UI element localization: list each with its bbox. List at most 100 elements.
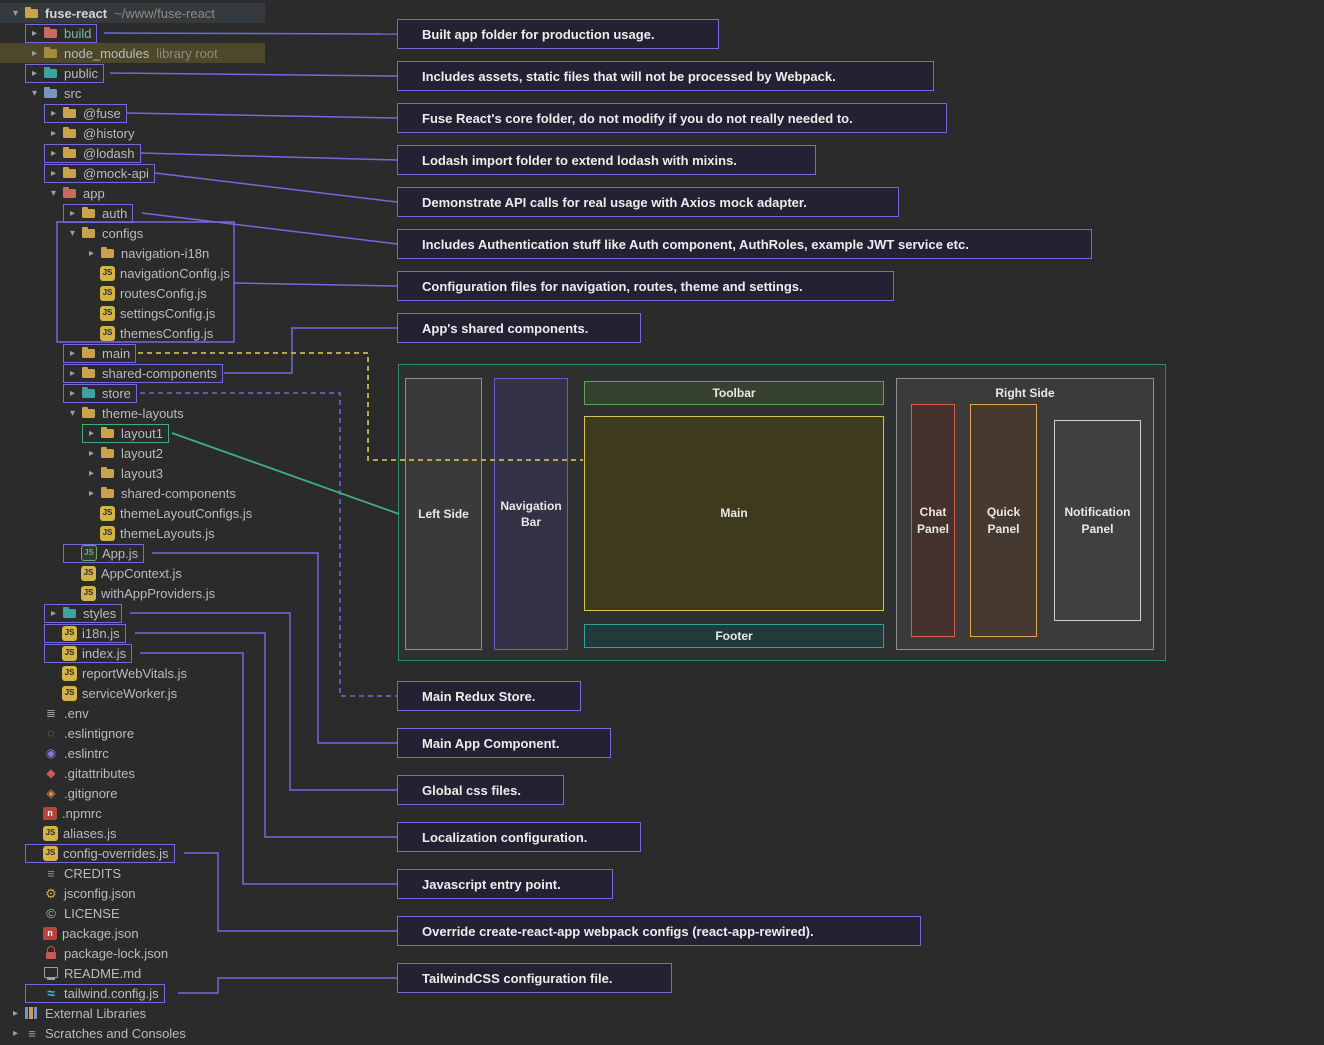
- chevron-right-icon[interactable]: ▸: [50, 607, 57, 619]
- tree-item-eslintignore[interactable]: ◌.eslintignore: [0, 723, 400, 743]
- tree-item-history[interactable]: ▸@history: [0, 123, 400, 143]
- folder-yellow-icon: [81, 345, 97, 361]
- chevron-down-icon[interactable]: ▾: [69, 227, 76, 239]
- chevron-down-icon[interactable]: ▾: [12, 7, 19, 19]
- callout-text: Configuration files for navigation, rout…: [422, 278, 803, 294]
- chevron-down-icon[interactable]: ▾: [31, 87, 38, 99]
- tree-item-public[interactable]: ▸ public: [0, 63, 400, 83]
- js-icon: JS: [100, 305, 115, 321]
- tree-item-label: i18n.js: [82, 625, 120, 641]
- tree-item-external-libraries[interactable]: ▸External Libraries: [0, 1003, 400, 1023]
- js-icon: JS: [100, 265, 115, 281]
- tree-item-scratches-and-consoles[interactable]: ▸≡Scratches and Consoles: [0, 1023, 400, 1043]
- right-side-label: Right Side: [995, 386, 1055, 400]
- tree-item-gitignore[interactable]: ◈.gitignore: [0, 783, 400, 803]
- tree-item-npmrc[interactable]: n.npmrc: [0, 803, 400, 823]
- notification-panel-label: Notification Panel: [1064, 505, 1131, 536]
- chevron-down-icon[interactable]: ▾: [69, 407, 76, 419]
- tailwind-icon: ≈: [47, 985, 55, 1001]
- folder-yellow-icon: [81, 365, 97, 381]
- chevron-right-icon[interactable]: ▸: [88, 447, 95, 459]
- chevron-right-icon[interactable]: ▸: [69, 347, 76, 359]
- tree-item-src[interactable]: ▾src: [0, 83, 400, 103]
- tree-item-label: routesConfig.js: [120, 285, 207, 301]
- chevron-right-icon[interactable]: ▸: [69, 367, 76, 379]
- tree-item-gitattributes[interactable]: ◆.gitattributes: [0, 763, 400, 783]
- tree-item-app[interactable]: ▾app: [0, 183, 400, 203]
- tree-item-build[interactable]: ▸build: [0, 23, 400, 43]
- diagram-chat-panel: Chat Panel: [911, 404, 955, 637]
- tree-item-eslintrc[interactable]: ◉.eslintrc: [0, 743, 400, 763]
- diagram-toolbar: Toolbar: [584, 381, 884, 405]
- tree-item-main[interactable]: ▸ main: [0, 343, 400, 363]
- tree-item-layout2[interactable]: ▸layout2: [0, 443, 400, 463]
- tree-item-env[interactable]: ≣.env: [0, 703, 400, 723]
- chevron-right-icon[interactable]: ▸: [50, 107, 57, 119]
- tree-item-auth[interactable]: ▸auth: [0, 203, 400, 223]
- tree-item-styles[interactable]: ▸styles: [0, 603, 400, 623]
- js-icon: JS: [62, 665, 77, 681]
- tree-item-fuse-react[interactable]: ▾fuse-react~/www/fuse-react: [0, 3, 400, 23]
- tree-item-jsconfig-json[interactable]: ⚙jsconfig.json: [0, 883, 400, 903]
- quick-panel-label: Quick Panel: [986, 505, 1021, 536]
- chevron-right-icon[interactable]: ▸: [12, 1027, 19, 1039]
- folder-yellow-icon: [100, 485, 116, 501]
- tree-item-shared-components[interactable]: ▸shared-components: [0, 483, 400, 503]
- tree-item-package-lock-json[interactable]: package-lock.json: [0, 943, 400, 963]
- chevron-right-icon[interactable]: ▸: [88, 427, 95, 439]
- tree-item-theme-layouts[interactable]: ▾theme-layouts: [0, 403, 400, 423]
- chevron-right-icon[interactable]: ▸: [12, 1007, 19, 1019]
- tree-item-readme-md[interactable]: README.md: [0, 963, 400, 983]
- tree-item-mock-api[interactable]: ▸@mock-api: [0, 163, 400, 183]
- tree-item-navigation-i18n[interactable]: ▸ navigation-i18n: [0, 243, 400, 263]
- tree-item-license[interactable]: ©LICENSE: [0, 903, 400, 923]
- chevron-right-icon[interactable]: ▸: [50, 167, 57, 179]
- tree-item-credits[interactable]: ≡CREDITS: [0, 863, 400, 883]
- tree-item-layout1[interactable]: ▸layout1: [0, 423, 400, 443]
- tree-item-store[interactable]: ▸store: [0, 383, 400, 403]
- chevron-down-icon[interactable]: ▾: [50, 187, 57, 199]
- tree-item-label: .eslintignore: [64, 725, 135, 741]
- chevron-right-icon[interactable]: ▸: [50, 127, 57, 139]
- tree-item-lodash[interactable]: ▸@lodash: [0, 143, 400, 163]
- folder-teal-icon: [62, 605, 78, 621]
- chevron-right-icon[interactable]: ▸: [31, 47, 38, 59]
- tree-item-fuse[interactable]: ▸@fuse: [0, 103, 400, 123]
- scratches-icon: ≡: [28, 1025, 36, 1041]
- chevron-right-icon[interactable]: ▸: [69, 387, 76, 399]
- tree-item-label: main: [102, 345, 131, 361]
- js-icon: JS: [62, 645, 77, 661]
- main-label: Main: [720, 506, 748, 521]
- tree-item-extra-label: library root: [156, 45, 218, 61]
- chevron-right-icon[interactable]: ▸: [50, 147, 57, 159]
- chevron-right-icon[interactable]: ▸: [88, 487, 95, 499]
- chevron-right-icon[interactable]: ▸: [88, 467, 95, 479]
- tree-item-label: public: [64, 65, 98, 81]
- chevron-right-icon[interactable]: ▸: [88, 247, 95, 259]
- tree-item-layout3[interactable]: ▸layout3: [0, 463, 400, 483]
- tree-item-configs[interactable]: ▾configs: [0, 223, 400, 243]
- tree-item-label: navigation-i18n: [121, 245, 210, 261]
- tree-item-shared-components[interactable]: ▸shared-components: [0, 363, 400, 383]
- chevron-right-icon[interactable]: ▸: [31, 27, 38, 39]
- chevron-right-icon[interactable]: ▸: [31, 67, 38, 79]
- tree-item-tailwind-config-js[interactable]: ≈tailwind.config.js: [0, 983, 400, 1003]
- chevron-right-icon[interactable]: ▸: [69, 207, 76, 219]
